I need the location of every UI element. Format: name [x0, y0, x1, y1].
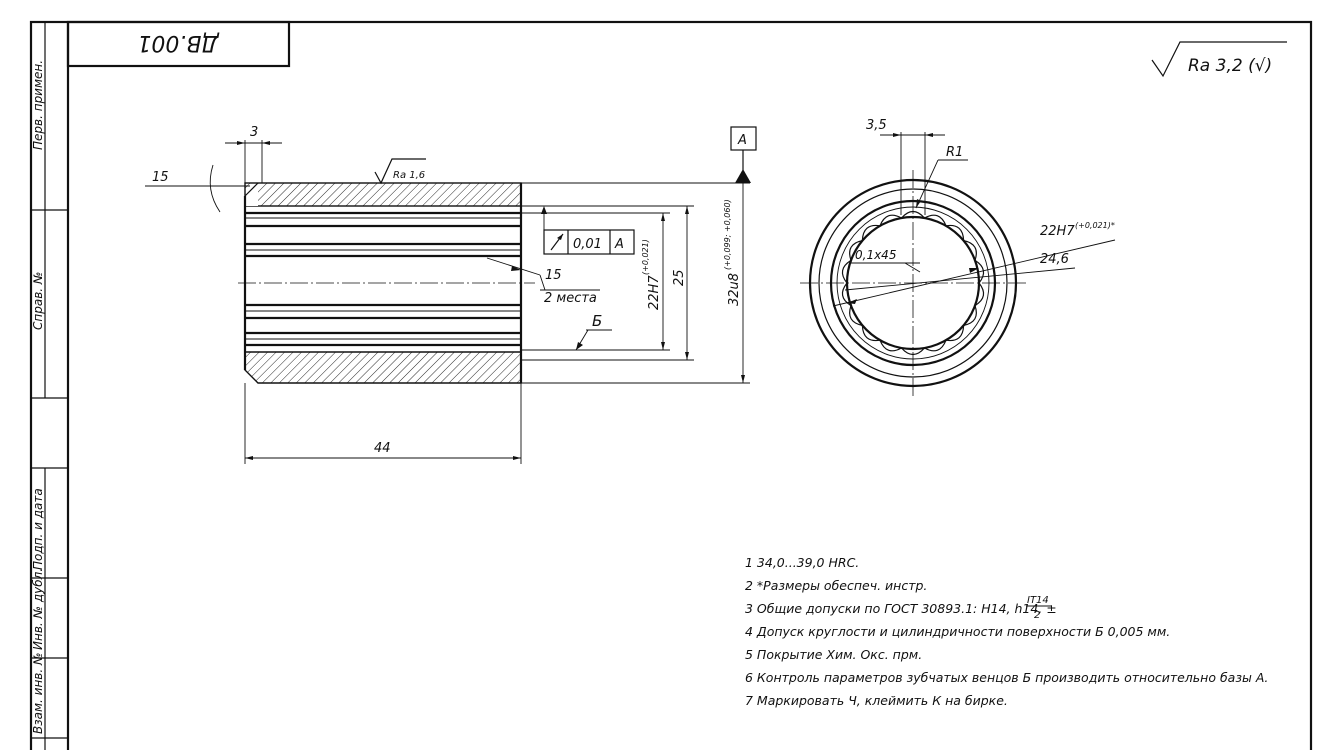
note-5: 5 Покрытие Хим. Окс. прм.: [745, 647, 922, 662]
note-4: 4 Допуск круглости и цилиндричности пове…: [745, 624, 1170, 639]
outer-dim-label: 32u8: [727, 273, 742, 306]
spline-tooth: [841, 259, 852, 284]
chamfer-angle-label: 15: [152, 170, 169, 185]
side-stamps: Перв. примен. Справ. № Подп. и дата Инв.…: [31, 60, 45, 734]
note-2: 2 *Размеры обеспеч. инстр.: [745, 578, 927, 593]
runout-datum: A: [614, 237, 624, 252]
spline-tooth: [841, 282, 852, 307]
root-diameter-label: 24,6: [1040, 252, 1069, 267]
end-view: 3,5 R1 22H7 (+0,021)* 24,6 0,1х45: [800, 118, 1116, 396]
spline-tooth: [849, 305, 863, 326]
bore-dim-label: 22H7: [647, 275, 662, 310]
internal-spline-teeth: [841, 210, 985, 356]
note-3-fraction-denominator: 2: [1034, 610, 1040, 621]
stamp-podp-data: Подп. и дата: [31, 488, 45, 570]
stamp-perv-primen: Перв. примен.: [31, 60, 45, 150]
note-3: 3 Общие допуски по ГОСТ 30893.1: H14, h1…: [745, 601, 1057, 616]
designation-text: ДВ.001: [137, 30, 219, 55]
chamfer-width-label: 3: [250, 125, 258, 140]
outer-tol-label: (+0,099; +0,060): [723, 199, 732, 270]
datum-b-label: Б: [592, 312, 602, 330]
spline-teeth: [245, 211, 521, 347]
end-bore-tol-label: (+0,021)*: [1075, 221, 1115, 230]
spline-tooth: [879, 339, 902, 352]
note-1: 1 34,0...39,0 HRC.: [745, 555, 859, 570]
chamfer-label: 0,1х45: [855, 248, 896, 262]
technical-notes: 1 34,0...39,0 HRC. 2 *Размеры обеспеч. и…: [745, 555, 1268, 708]
spline-tooth: [861, 325, 881, 342]
spline-tooth: [945, 224, 965, 241]
surface-roughness-label: Ra 1,6: [393, 170, 425, 181]
stamp-inv-dubl: Инв. № дубл.: [31, 568, 45, 650]
end-bore-label: 22H7: [1040, 224, 1075, 239]
sheet-frame: [29, 20, 1313, 750]
general-roughness: Ra 3,2 (√): [1151, 41, 1287, 78]
edge-angle-label: 15: [545, 268, 562, 283]
spline-tooth: [849, 240, 863, 261]
datum-a-label: A: [737, 133, 747, 148]
spline-tooth: [974, 282, 985, 307]
spline-tooth: [963, 240, 977, 261]
designation-box: ДВ.001: [66, 20, 291, 68]
bore-tol-label: (+0,021): [641, 239, 650, 275]
section-view: 3 15 Ra 1,6 0,01 A 15 2 места: [145, 125, 757, 464]
note-3-fraction-numerator: IT14: [1027, 595, 1049, 606]
note-6: 6 Контроль параметров зубчатых венцов Б …: [745, 670, 1268, 685]
length-label: 44: [374, 441, 391, 456]
stamp-vzam-inv: Взам. инв. №: [31, 653, 45, 734]
stamp-sprav-no: Справ. №: [31, 272, 45, 330]
spline-tooth: [924, 339, 947, 352]
spline-tooth: [879, 214, 902, 227]
note-7: 7 Маркировать Ч, клеймить К на бирке.: [745, 693, 1008, 708]
spline-tooth: [963, 305, 977, 326]
runout-value: 0,01: [573, 237, 602, 252]
spline-tooth: [861, 224, 881, 241]
edge-count-label: 2 места: [544, 291, 597, 306]
roughness-general-text: Ra 3,2 (√): [1188, 56, 1272, 76]
spline-tooth: [924, 214, 947, 227]
runout-tolerance-frame: 0,01 A: [541, 206, 635, 255]
spline-tooth: [945, 325, 965, 342]
root-dim-label: 25: [672, 269, 687, 286]
tooth-width-label: 3,5: [866, 118, 887, 133]
radius-label: R1: [946, 145, 963, 160]
